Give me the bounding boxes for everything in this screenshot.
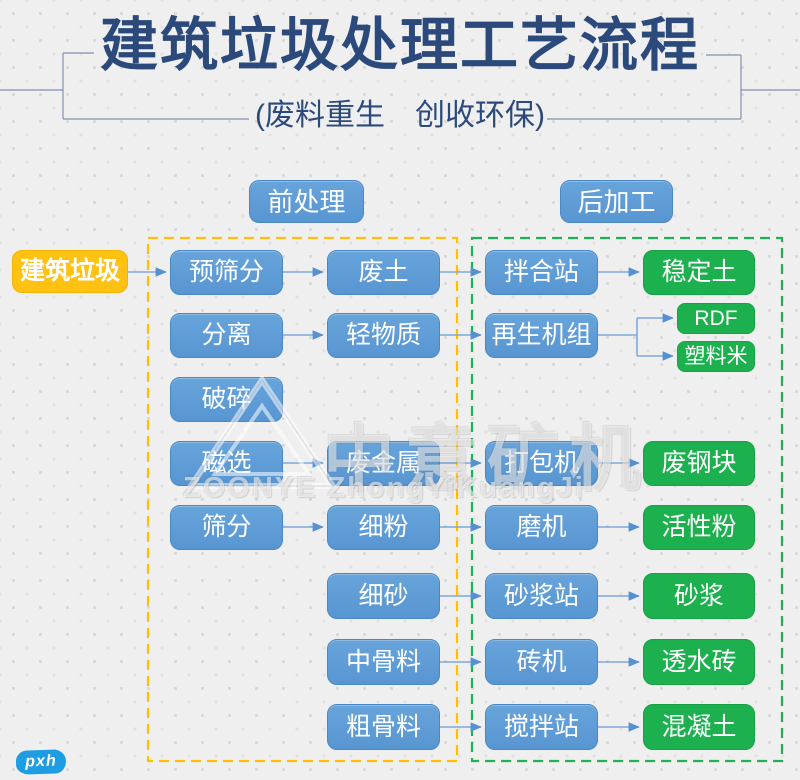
node-mortar-station: 砂浆站 xyxy=(485,573,598,619)
node-plastic-pellets: 塑料米 xyxy=(677,341,755,372)
node-fine-sand: 细砂 xyxy=(327,573,440,619)
node-crushing: 破碎 xyxy=(170,377,283,422)
node-mixing-plant: 搅拌站 xyxy=(485,704,598,750)
section-pre-processing: 前处理 xyxy=(249,180,364,223)
node-regeneration-unit: 再生机组 xyxy=(485,313,598,358)
node-stabilized-soil: 稳定土 xyxy=(643,250,755,295)
node-coarse-aggregate: 粗骨料 xyxy=(327,704,440,750)
pxh-badge: pxh xyxy=(15,749,67,775)
node-brick-machine: 砖机 xyxy=(485,639,598,685)
node-construction-waste: 建筑垃圾 xyxy=(12,250,128,293)
node-mortar: 砂浆 xyxy=(643,573,755,619)
node-concrete: 混凝土 xyxy=(643,704,755,750)
node-baler: 打包机 xyxy=(485,441,598,486)
node-separation: 分离 xyxy=(170,313,283,358)
node-grinder: 磨机 xyxy=(485,505,598,550)
header-frame-lines xyxy=(0,52,800,120)
pxh-badge-label: pxh xyxy=(24,752,57,771)
page-title: 建筑垃圾处理工艺流程 xyxy=(99,13,700,78)
page-subtitle: (废料重生 创收环保) xyxy=(255,99,545,132)
node-permeable-brick: 透水砖 xyxy=(643,639,755,685)
node-scrap-steel-block: 废钢块 xyxy=(643,441,755,486)
node-fine-powder: 细粉 xyxy=(327,505,440,550)
node-rdf: RDF xyxy=(677,303,755,334)
node-mixing-station: 拌合站 xyxy=(485,250,598,295)
node-waste-soil: 废土 xyxy=(327,250,440,295)
node-scrap-metal: 废金属 xyxy=(327,441,440,486)
node-active-powder: 活性粉 xyxy=(643,505,755,550)
section-post-processing: 后加工 xyxy=(560,180,673,223)
node-light-materials: 轻物质 xyxy=(327,313,440,358)
node-magnetic-separation: 磁选 xyxy=(170,441,283,486)
node-pre-screening: 预筛分 xyxy=(170,250,283,295)
node-medium-aggregate: 中骨料 xyxy=(327,639,440,685)
node-screening: 筛分 xyxy=(170,505,283,550)
